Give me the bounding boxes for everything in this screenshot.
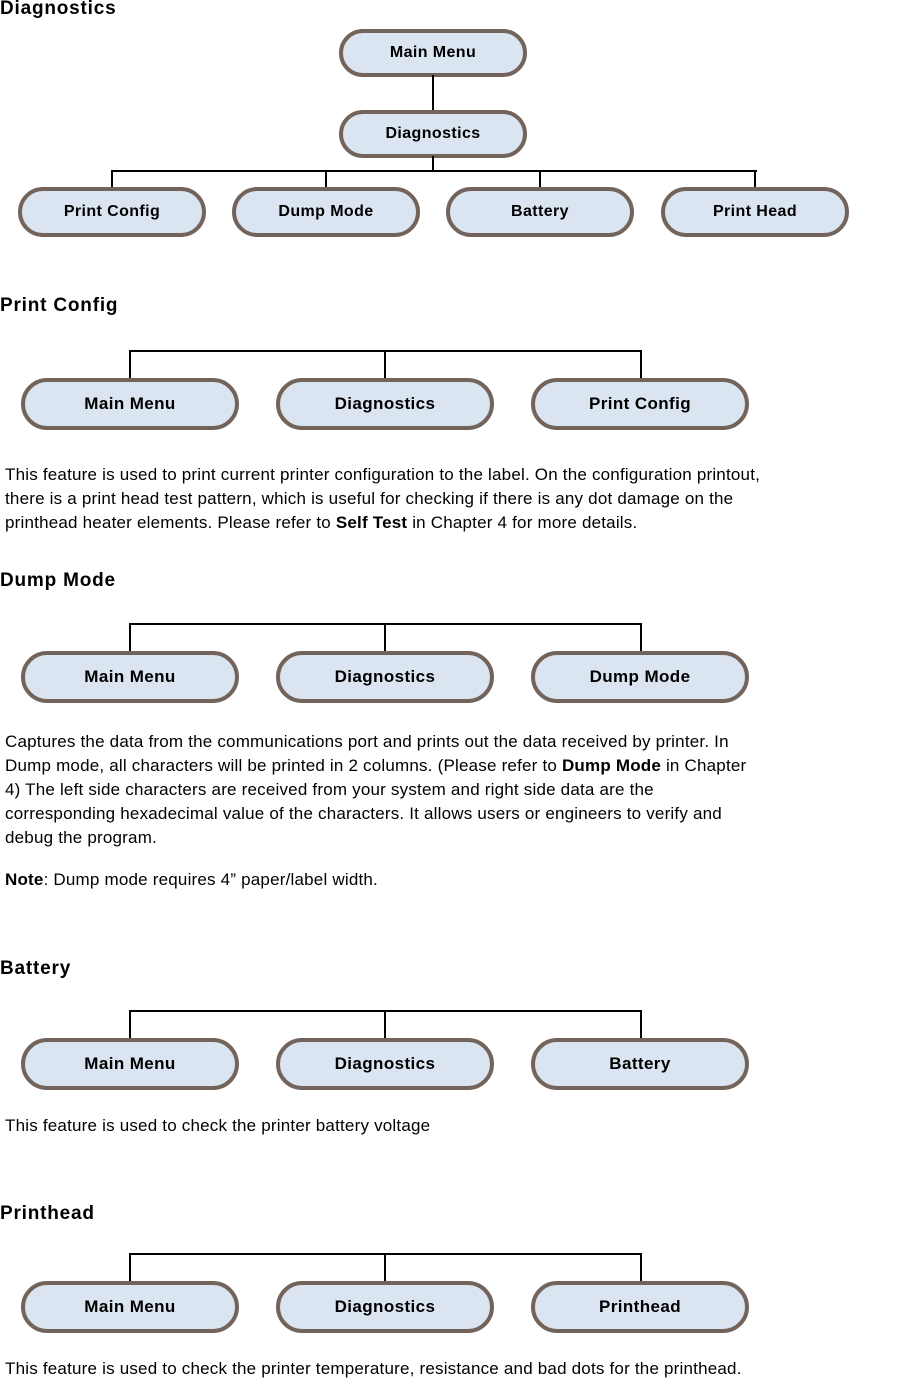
print-config-path-diagram: Main Menu Diagnostics Print Config: [0, 350, 902, 434]
connector-line: [129, 350, 131, 379]
connector-line: [384, 1253, 386, 1282]
dump-mode-description: Captures the data from the communication…: [5, 732, 747, 847]
node-main-menu: Main Menu: [21, 1281, 239, 1333]
connector-line: [129, 1253, 131, 1282]
section-heading-dump-mode: Dump Mode: [0, 570, 116, 591]
node-leaf-print-head: Print Head: [661, 187, 849, 237]
node-main-menu: Main Menu: [21, 378, 239, 430]
connector-line: [640, 350, 642, 379]
connector-line: [754, 171, 756, 187]
node-diagnostics: Diagnostics: [276, 378, 494, 430]
battery-path-diagram: Main Menu Diagnostics Battery: [0, 1010, 902, 1094]
node-printhead: Printhead: [531, 1281, 749, 1333]
connector-line: [640, 1253, 642, 1282]
node-print-config: Print Config: [531, 378, 749, 430]
node-dump-mode: Dump Mode: [531, 651, 749, 703]
connector-line: [432, 75, 434, 111]
connector-line: [384, 350, 386, 379]
node-leaf-dump-mode: Dump Mode: [232, 187, 420, 237]
print-config-description: This feature is used to print current pr…: [5, 465, 761, 532]
node-diagnostics: Diagnostics: [276, 1281, 494, 1333]
dump-mode-note: Note: Dump mode requires 4” paper/label …: [5, 870, 378, 889]
node-leaf-print-config: Print Config: [18, 187, 206, 237]
node-diagnostics: Diagnostics: [276, 1038, 494, 1090]
section-heading-battery: Battery: [0, 958, 72, 979]
section-heading-diagnostics: Diagnostics: [0, 0, 117, 19]
printhead-description: This feature is used to check the printe…: [5, 1359, 742, 1378]
connector-line: [129, 623, 131, 652]
node-diagnostics: Diagnostics: [276, 651, 494, 703]
section-heading-print-config: Print Config: [0, 295, 119, 316]
node-battery: Battery: [531, 1038, 749, 1090]
node-leaf-battery: Battery: [446, 187, 634, 237]
connector-line: [325, 171, 327, 187]
connector-line: [111, 170, 757, 172]
node-main-menu: Main Menu: [21, 1038, 239, 1090]
connector-line: [539, 171, 541, 187]
connector-line: [640, 623, 642, 652]
dump-mode-path-diagram: Main Menu Diagnostics Dump Mode: [0, 623, 902, 707]
node-main-menu: Main Menu: [21, 651, 239, 703]
connector-line: [384, 623, 386, 652]
connector-line: [129, 1010, 131, 1039]
connector-line: [432, 156, 434, 171]
battery-description: This feature is used to check the printe…: [5, 1116, 431, 1135]
node-main-menu: Main Menu: [339, 29, 527, 77]
node-diagnostics: Diagnostics: [339, 110, 527, 158]
connector-line: [384, 1010, 386, 1039]
section-heading-printhead: Printhead: [0, 1203, 95, 1224]
connector-line: [111, 171, 113, 187]
connector-line: [640, 1010, 642, 1039]
diagnostics-tree-diagram: Main Menu Diagnostics Print Config Dump …: [0, 0, 902, 250]
printhead-path-diagram: Main Menu Diagnostics Printhead: [0, 1253, 902, 1337]
